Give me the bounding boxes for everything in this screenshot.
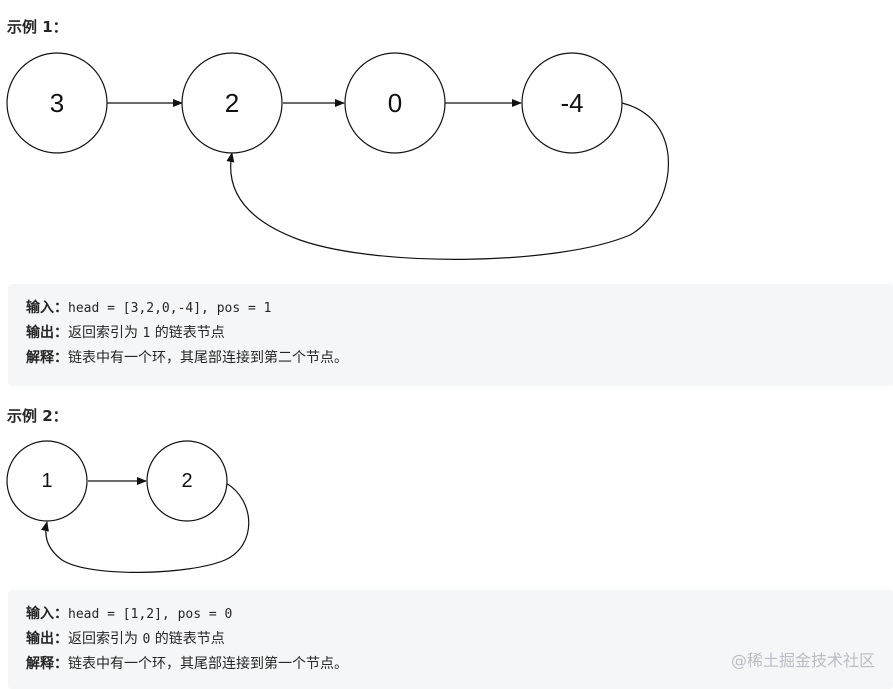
cycle-arrow-neg4-to-2 xyxy=(226,102,669,260)
list-node: 2 xyxy=(181,52,283,154)
example-2-linked-list-diagram: 1 2 xyxy=(6,440,250,573)
list-node: 3 xyxy=(6,52,108,154)
input-value: head = [1,2], pos = 0 xyxy=(68,607,233,622)
cycle-arrow-2-to-1 xyxy=(41,482,250,573)
list-node: -4 xyxy=(521,52,623,154)
list-node: 2 xyxy=(146,440,228,522)
input-line: 输入：head = [1,2], pos = 0 xyxy=(26,604,232,625)
example-1-code-block: 输入：head = [3,2,0,-4], pos = 1 输出：返回索引为 1… xyxy=(8,284,893,386)
input-value: head = [3,2,0,-4], pos = 1 xyxy=(68,301,272,316)
output-index: 0 xyxy=(142,632,151,647)
node-value: -4 xyxy=(560,88,583,118)
explain-text: 链表中有一个环，其尾部连接到第二个节点。 xyxy=(68,350,348,366)
output-prefix: 返回索引为 xyxy=(68,325,143,341)
example-1-linked-list-diagram: 3 2 0 -4 xyxy=(6,52,669,260)
input-line: 输入：head = [3,2,0,-4], pos = 1 xyxy=(26,298,272,319)
explain-label: 解释： xyxy=(26,350,68,366)
explain-text: 链表中有一个环，其尾部连接到第一个节点。 xyxy=(68,656,348,672)
input-label: 输入： xyxy=(26,300,68,316)
output-prefix: 返回索引为 xyxy=(68,631,143,647)
node-value: 3 xyxy=(50,88,64,118)
node-value: 2 xyxy=(225,88,239,118)
example-2-title: 示例 2： xyxy=(7,407,68,425)
explain-label: 解释： xyxy=(26,656,68,672)
node-value: 2 xyxy=(181,470,192,492)
example-2-code-block: 输入：head = [1,2], pos = 0 输出：返回索引为 0 的链表节… xyxy=(8,590,893,689)
output-line: 输出：返回索引为 0 的链表节点 xyxy=(26,629,225,650)
example-1-title: 示例 1： xyxy=(7,18,68,36)
output-suffix: 的链表节点 xyxy=(150,325,225,341)
explanation-line: 解释：链表中有一个环，其尾部连接到第二个节点。 xyxy=(26,348,348,368)
output-index: 1 xyxy=(142,326,151,341)
node-value: 1 xyxy=(41,470,52,492)
output-label: 输出： xyxy=(26,631,68,647)
explanation-line: 解释：链表中有一个环，其尾部连接到第一个节点。 xyxy=(26,654,348,674)
list-node: 0 xyxy=(344,52,446,154)
list-node: 1 xyxy=(6,440,88,522)
output-label: 输出： xyxy=(26,325,68,341)
watermark: @稀土掘金技术社区 xyxy=(730,651,875,670)
output-suffix: 的链表节点 xyxy=(150,631,225,647)
input-label: 输入： xyxy=(26,606,68,622)
output-line: 输出：返回索引为 1 的链表节点 xyxy=(26,323,225,344)
node-value: 0 xyxy=(388,88,402,118)
